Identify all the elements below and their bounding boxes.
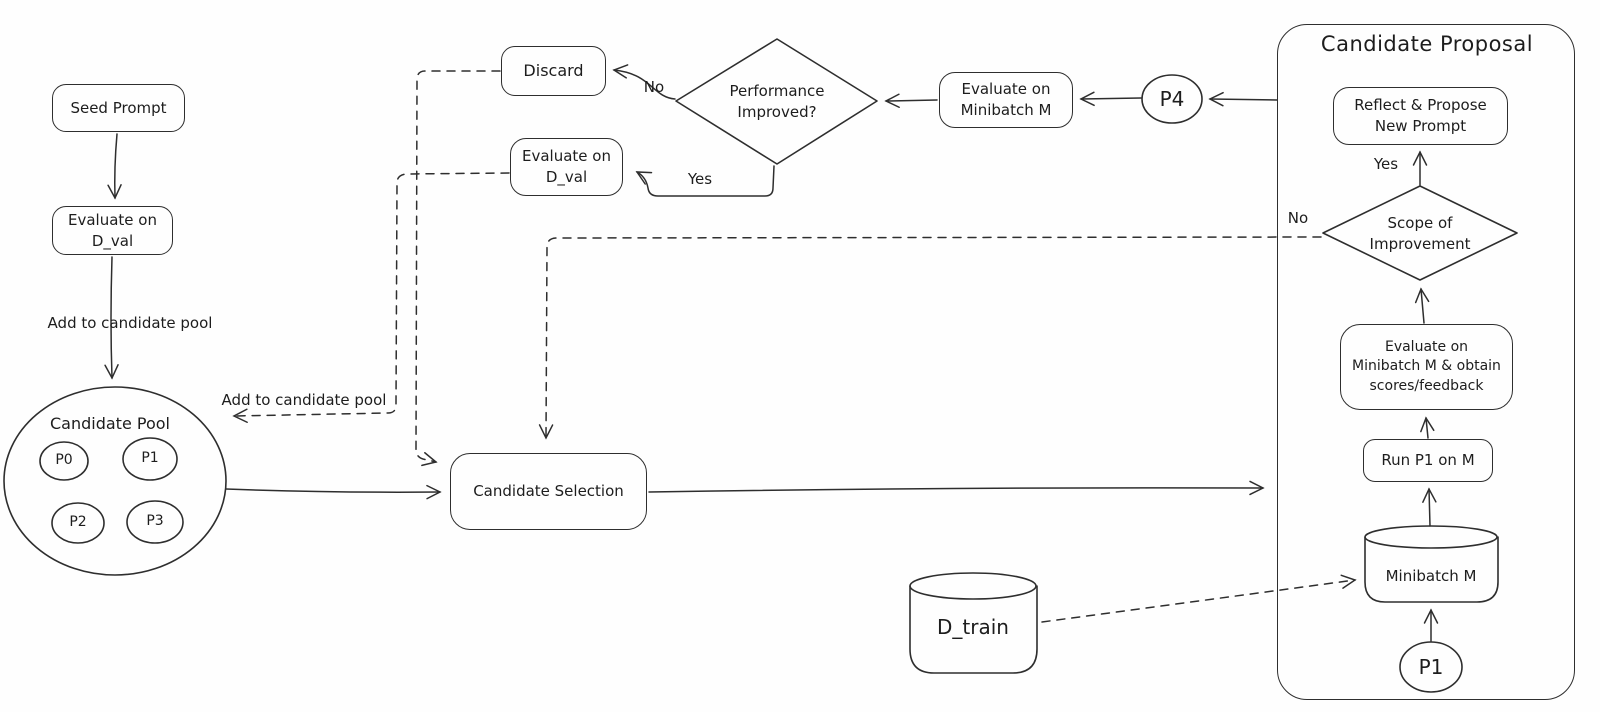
edge-evaluate-obtain-to-scope <box>1414 287 1430 324</box>
evaluate-minibatch-node: Evaluate on Minibatch M <box>939 72 1073 128</box>
evaluate-dval-left-node: Evaluate on D_val <box>52 206 173 255</box>
edge-runp1-to-evaluate-obtain <box>1420 416 1435 439</box>
edge-evaluate-minibatch-to-diamond <box>884 93 938 108</box>
candidate-selection-node: Candidate Selection <box>450 453 647 530</box>
discard-node: Discard <box>501 46 606 96</box>
p4-label: P4 <box>1159 87 1185 111</box>
edge-selection-to-proposal <box>648 480 1265 496</box>
pool-p0-label: P0 <box>55 452 73 469</box>
edge-minibatch-to-runp1 <box>1422 487 1437 527</box>
add-to-pool-label-mid: Add to candidate pool <box>221 390 387 409</box>
pool-p0-ellipse <box>39 441 89 481</box>
add-to-pool-label-left: Add to candidate pool <box>47 313 213 332</box>
edge-evaluate-to-pool <box>104 256 119 380</box>
edge-evaluate-dval-add-to-pool <box>232 172 510 423</box>
performance-improved-label: Performance Improved? <box>729 82 825 121</box>
p4-ellipse <box>1141 74 1203 124</box>
edge-seed-to-evaluate <box>107 133 122 200</box>
edge-proposal-to-p4 <box>1208 91 1278 107</box>
dtrain-label: D_train <box>937 615 1009 639</box>
dtrain-cylinder-body <box>909 585 1038 674</box>
pool-p1-ellipse <box>122 437 178 481</box>
scope-no-label: No <box>1287 208 1309 227</box>
edge-scope-no-to-selection <box>538 236 1322 440</box>
candidate-proposal-container <box>1277 24 1575 700</box>
evaluate-minibatch-obtain-node: Evaluate on Minibatch M & obtain scores/… <box>1340 324 1513 410</box>
minibatch-cylinder-body <box>1364 536 1499 603</box>
pool-p2-label: P2 <box>69 514 87 531</box>
seed-prompt-node: Seed Prompt <box>52 84 185 132</box>
reflect-propose-node: Reflect & Propose New Prompt <box>1333 87 1508 145</box>
performance-improved-diamond <box>675 38 878 165</box>
scope-yes-label: Yes <box>1373 154 1399 173</box>
pool-p3-label: P3 <box>146 513 164 530</box>
pool-p3-ellipse <box>126 500 184 544</box>
edge-performance-yes-to-evaluate-dval <box>635 165 775 197</box>
dtrain-cylinder-top <box>909 572 1037 600</box>
candidate-proposal-title: Candidate Proposal <box>1320 32 1534 57</box>
p1-label: P1 <box>1418 655 1444 679</box>
candidate-pool-title: Candidate Pool <box>50 413 170 433</box>
edge-p4-to-evaluate-minibatch <box>1079 91 1142 107</box>
evaluate-dval-mid-node: Evaluate on D_val <box>510 138 623 196</box>
edge-dtrain-to-minibatch <box>1041 574 1357 623</box>
minibatch-m-label: Minibatch M <box>1385 566 1477 585</box>
pool-p2-ellipse <box>51 502 105 544</box>
pool-p1-label: P1 <box>141 450 159 467</box>
scope-of-improvement-diamond <box>1322 185 1518 281</box>
run-p1-node: Run P1 on M <box>1363 439 1493 482</box>
performance-yes-label: Yes <box>687 169 713 188</box>
minibatch-cylinder-top <box>1364 525 1498 549</box>
candidate-pool-ellipse <box>3 386 227 576</box>
p1-ellipse <box>1399 641 1463 693</box>
performance-no-label: No <box>643 77 665 96</box>
scope-of-improvement-label: Scope of Improvement <box>1369 214 1471 253</box>
edge-performance-no-to-discard <box>612 64 676 100</box>
edge-pool-to-selection <box>225 484 442 500</box>
edge-discard-loop-to-selection <box>415 70 501 467</box>
